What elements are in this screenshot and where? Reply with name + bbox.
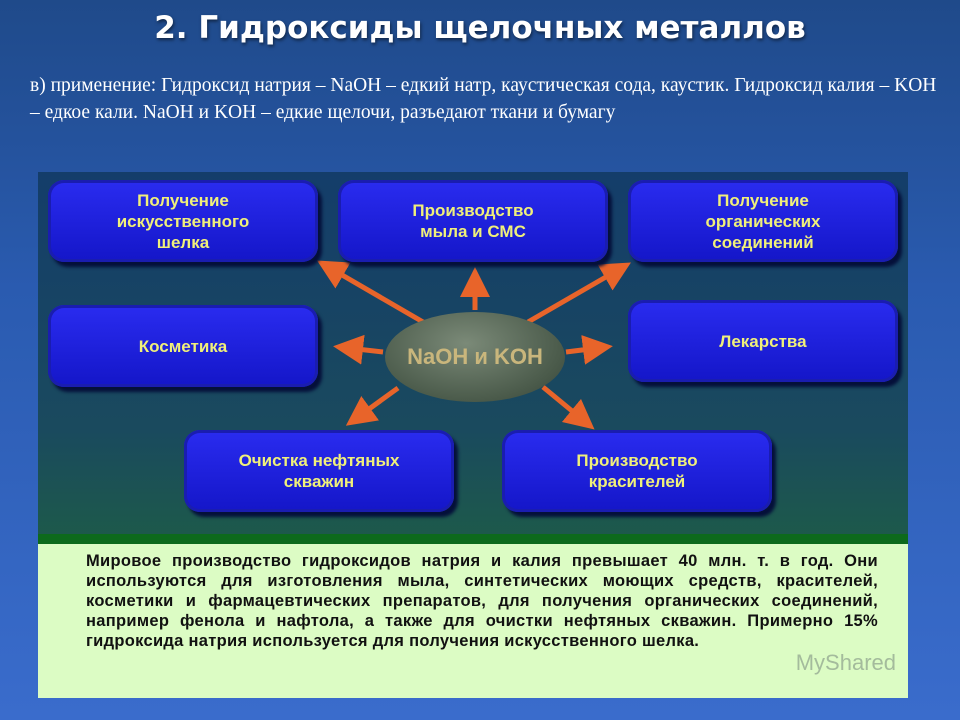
- box-artificial-silk: Получение искусственного шелка: [48, 180, 318, 262]
- intro-text: в) применение: Гидроксид натрия – NaOH –…: [30, 75, 937, 123]
- note-text: Мировое производство гидроксидов натрия …: [38, 544, 908, 698]
- arrow: [333, 334, 384, 365]
- box-organic-compounds: Получение органических соединений: [628, 180, 898, 262]
- arrow: [345, 385, 400, 426]
- box-soap-production: Производство мыла и СМС: [338, 180, 608, 262]
- arrow: [541, 385, 595, 430]
- box-medicines: Лекарства: [628, 300, 898, 382]
- box-oil-wells: Очистка нефтяных скважин: [184, 430, 454, 512]
- arrow: [317, 260, 425, 325]
- arrows: [317, 260, 631, 430]
- diagram-image: Получение искусственного шелка Производс…: [38, 172, 908, 698]
- box-dyes: Производство красителей: [502, 430, 772, 512]
- divider-strip: [38, 534, 908, 544]
- watermark: MyShared: [795, 650, 896, 675]
- arrow: [526, 262, 631, 325]
- arrow: [565, 334, 613, 365]
- box-cosmetics: Косметика: [48, 305, 318, 387]
- center-ellipse: NaOH и KOH: [385, 312, 565, 402]
- slide-title: 2. Гидроксиды щелочных металлов: [154, 10, 806, 46]
- diagram-area: Получение искусственного шелка Производс…: [38, 172, 908, 540]
